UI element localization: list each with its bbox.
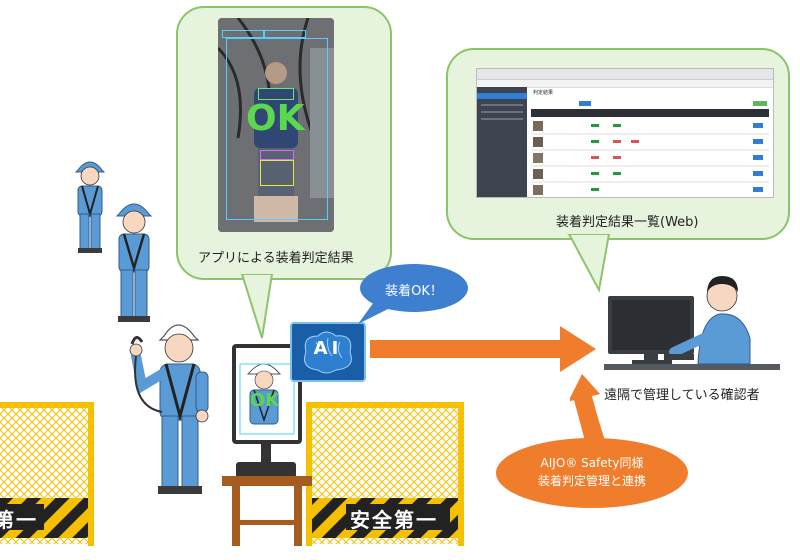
kiosk-stand: OK (232, 344, 302, 444)
kiosk-table-top (222, 476, 312, 486)
web-bubble-tail (567, 232, 611, 294)
detection-box-lanyard (260, 160, 294, 186)
remote-manager-illustration (604, 276, 780, 370)
kiosk-table-leg (232, 486, 240, 546)
kiosk-table-rail (238, 520, 298, 525)
worker-waiting-medium (115, 203, 153, 322)
kiosk-camera-view (239, 363, 295, 435)
web-sidebar-item[interactable] (481, 118, 523, 120)
worker-waiting-small (74, 161, 106, 253)
aijo-text-line1: AIJO® Safety同様 (540, 456, 644, 470)
worker-main (129, 324, 209, 494)
app-caption: アプリによる装着判定結果 (198, 251, 354, 266)
detection-box-belt (264, 30, 306, 38)
app-ok-result: OK (246, 98, 305, 139)
browser-addressbar (477, 80, 773, 88)
kiosk-base (236, 462, 296, 478)
web-export-button[interactable] (753, 101, 767, 106)
detection-box-head (222, 30, 264, 38)
kiosk-table-leg (294, 486, 302, 546)
web-sidebar-item[interactable] (481, 111, 523, 113)
detection-box-harness (258, 88, 294, 100)
app-bubble-tail (240, 272, 274, 339)
ai-speech-text: 装着OK！ (385, 284, 443, 299)
manager-caption: 遠隔で管理している確認者 (604, 388, 760, 403)
web-table-row (533, 169, 763, 179)
aijo-bubble-shape (496, 438, 688, 508)
fence-right-banner: 安全第一 (350, 508, 438, 532)
ai-speech-bubble-shape (358, 264, 468, 324)
aijo-text-line2: 装着判定管理と連携 (537, 474, 646, 488)
web-sidebar-item[interactable] (481, 104, 523, 106)
fence-right (306, 402, 464, 546)
kiosk-ok-result: OK (250, 390, 280, 411)
web-table-row (533, 185, 763, 195)
fence-left-banner: 第一 (0, 508, 38, 532)
web-table-row (533, 121, 763, 131)
web-browser-window: 判定結果 (476, 68, 774, 198)
fence-left (0, 402, 94, 546)
web-table-row (533, 153, 763, 163)
ai-brain-icon (304, 331, 352, 374)
send-result-arrow (370, 326, 596, 372)
browser-titlebar (477, 69, 773, 80)
ai-chip-label: AI (313, 338, 343, 359)
web-table-row (533, 137, 763, 147)
web-caption: 装着判定結果一覧(Web) (556, 215, 699, 230)
ai-chip: AI (290, 322, 366, 382)
detection-box-hook (260, 150, 294, 160)
web-sidebar-active-item[interactable] (477, 93, 527, 99)
web-sidebar (477, 87, 527, 197)
lanyard-hook-icon (130, 336, 144, 345)
kiosk-neck (261, 444, 271, 464)
detection-box-person (226, 38, 328, 220)
web-search-button[interactable] (579, 101, 591, 106)
web-result-table (531, 109, 769, 195)
kiosk-screen: OK (236, 348, 298, 440)
app-camera-view (218, 18, 334, 232)
web-page-title: 判定結果 (533, 90, 554, 96)
app-screenshot: OK (218, 18, 334, 232)
